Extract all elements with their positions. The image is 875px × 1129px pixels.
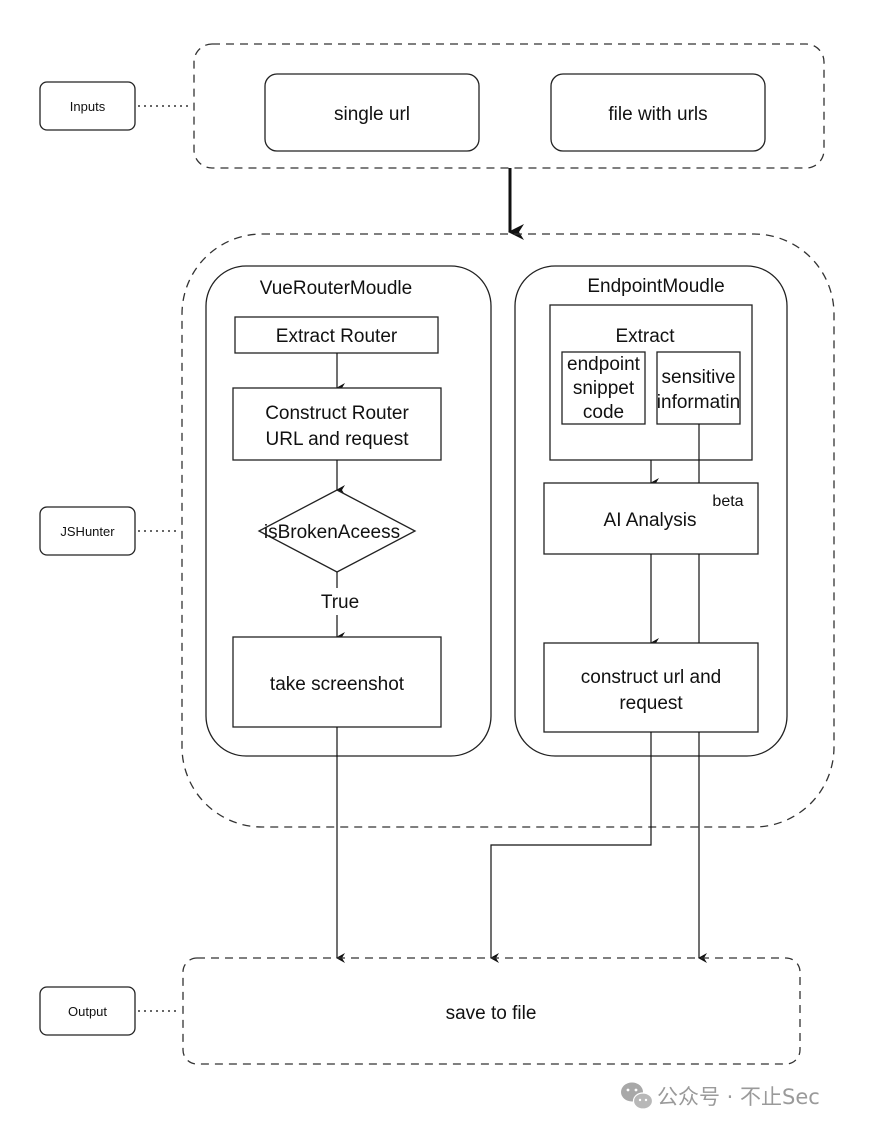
svg-text:informatin: informatin: [657, 392, 740, 413]
svg-text:save to file: save to file: [446, 1003, 537, 1024]
sensitive-information-node: sensitive informatin: [656, 351, 741, 425]
wechat-icon: [621, 1082, 654, 1110]
svg-text:request: request: [619, 693, 683, 714]
vue-router-module-title: VueRouterMoudle: [260, 278, 412, 299]
svg-text:sensitive: sensitive: [662, 367, 736, 388]
inputs-side-label: Inputs: [39, 81, 136, 131]
is-broken-access-decision: isBrokenAceess: [257, 489, 417, 573]
take-screenshot-node: take screenshot: [232, 636, 442, 728]
extract-router-node: Extract Router: [234, 316, 439, 354]
svg-text:snippet: snippet: [573, 378, 635, 399]
svg-text:single url: single url: [334, 104, 410, 125]
svg-text:Output: Output: [68, 1004, 107, 1019]
inputs-group: [193, 43, 825, 169]
svg-text:Extract Router: Extract Router: [276, 326, 398, 347]
file-with-urls-node: file with urls: [550, 73, 766, 152]
construct-url-request-node: construct url and request: [543, 642, 759, 733]
svg-text:isBrokenAceess: isBrokenAceess: [264, 522, 400, 543]
output-side-label: Output: [39, 986, 136, 1036]
svg-text:Extract: Extract: [615, 326, 675, 347]
svg-text:AI Analysis: AI Analysis: [604, 510, 697, 531]
construct-to-output-arrow: [490, 732, 652, 963]
svg-text:construct url and: construct url and: [581, 667, 721, 688]
svg-text:endpoint: endpoint: [567, 354, 641, 375]
svg-text:file with urls: file with urls: [608, 104, 707, 125]
beta-badge: beta: [712, 493, 743, 510]
svg-text:Inputs: Inputs: [70, 99, 106, 114]
construct-router-node: Construct Router URL and request: [232, 387, 442, 461]
ai-analysis-node: AI Analysis beta: [543, 482, 759, 555]
single-url-node: single url: [264, 73, 480, 152]
watermark: 公众号 · 不止Sec: [621, 1082, 820, 1110]
jshunter-group: [181, 233, 835, 828]
svg-text:公众号 · 不止Sec: 公众号 · 不止Sec: [657, 1085, 820, 1109]
endpoint-module-title: EndpointMoudle: [587, 276, 724, 297]
svg-text:take screenshot: take screenshot: [270, 674, 405, 695]
svg-text:Construct Router: Construct Router: [265, 403, 409, 424]
save-to-file-node: save to file: [182, 957, 801, 1065]
svg-text:JSHunter: JSHunter: [60, 524, 115, 539]
endpoint-snippet-code-node: endpoint snippet code: [561, 351, 646, 425]
jshunter-side-label: JSHunter: [39, 506, 136, 556]
svg-text:URL and request: URL and request: [266, 429, 410, 450]
svg-text:code: code: [583, 402, 624, 423]
edge-label-true: True: [321, 592, 359, 613]
